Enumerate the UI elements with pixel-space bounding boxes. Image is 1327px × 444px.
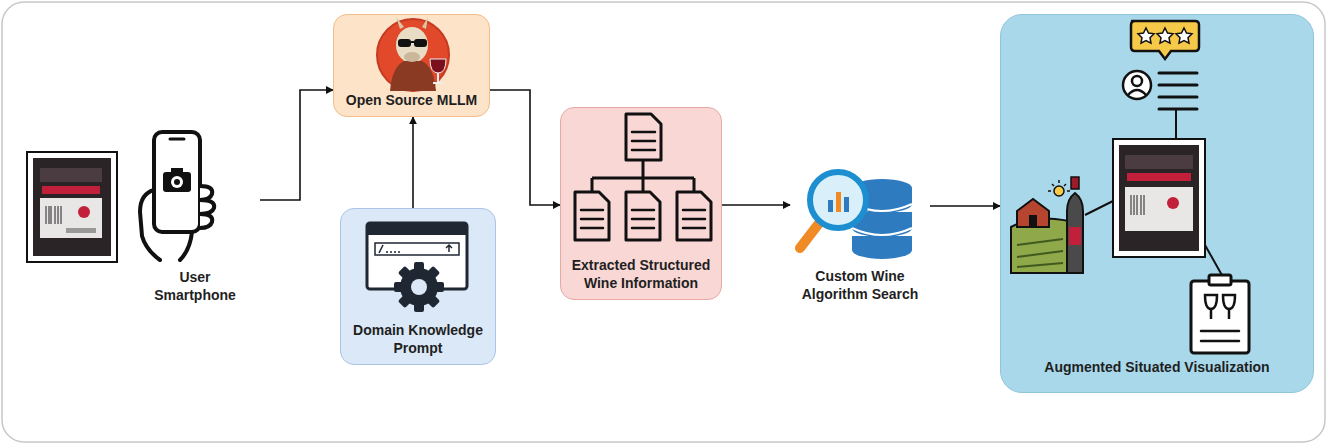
search-database-icon bbox=[790, 162, 930, 262]
visualization-panel: Augmented Situated Visualization bbox=[1000, 14, 1314, 393]
prompt-box: Domain Knowledge Prompt bbox=[340, 208, 496, 365]
node-label: Domain Knowledge Prompt bbox=[345, 321, 491, 357]
flow-arrow bbox=[260, 90, 333, 200]
llama-avatar bbox=[334, 15, 491, 95]
model-box: Open Source MLLM bbox=[333, 14, 490, 117]
wine-photo bbox=[27, 152, 117, 262]
flow-arrow bbox=[490, 90, 560, 205]
flow-arrow bbox=[930, 205, 1000, 207]
flow-arrow bbox=[722, 204, 790, 206]
node-label: Open Source MLLM bbox=[337, 91, 487, 109]
node-label: Augmented Situated Visualization bbox=[1007, 358, 1307, 376]
node-label: Extracted Structured Wine Information bbox=[563, 256, 719, 292]
prompt-settings-icon bbox=[341, 209, 497, 319]
flow-arrow bbox=[412, 117, 414, 208]
extraction-box: Extracted Structured Wine Information bbox=[560, 107, 722, 300]
search-node: Custom Wine Algorithm Search bbox=[790, 162, 930, 311]
structure-tree-icon bbox=[561, 108, 723, 253]
device-node: User Smartphone bbox=[130, 128, 260, 312]
situated-visualization-art bbox=[1001, 15, 1315, 355]
node-label: Custom Wine Algorithm Search bbox=[792, 267, 928, 303]
node-label: User Smartphone bbox=[149, 268, 241, 304]
phone-icon bbox=[130, 128, 260, 268]
